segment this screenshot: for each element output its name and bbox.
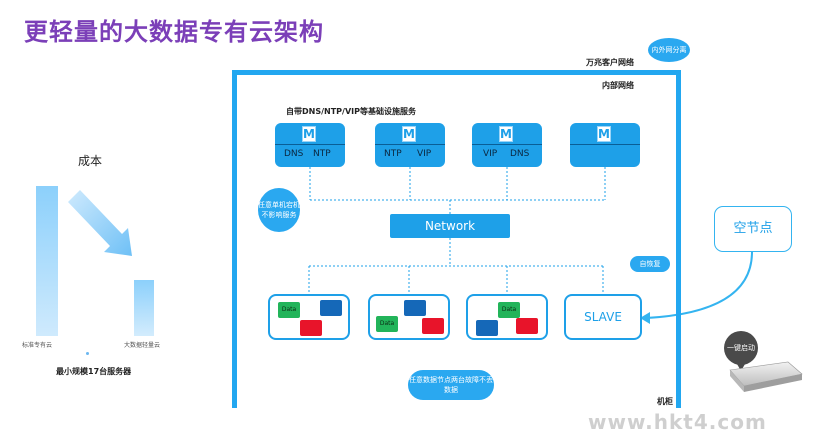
data-block-red — [300, 320, 322, 336]
server-service-label: VIP — [417, 149, 432, 159]
data-node-2: Data — [368, 294, 450, 340]
cabinet-frame — [232, 70, 681, 408]
empty-node: 空节点 — [714, 206, 792, 252]
master-server-2: M NTP VIP — [375, 123, 445, 167]
data-node-1: Data — [268, 294, 350, 340]
server-service-label: DNS — [284, 149, 304, 159]
server-service-label: DNS — [510, 149, 530, 159]
dot-marker — [86, 352, 89, 355]
server-service-label: VIP — [483, 149, 498, 159]
outer-network-label: 万兆客户网络 — [586, 58, 634, 67]
cost-bar-light — [134, 280, 154, 336]
data-block-blue — [404, 300, 426, 316]
page-title: 更轻量的大数据专有云架构 — [24, 18, 324, 46]
master-server-3: M VIP DNS — [472, 123, 542, 167]
cabinet-label: 机柜 — [657, 397, 673, 406]
bar-caption-light: 大数据轻量云 — [124, 342, 161, 349]
down-arrow-icon — [68, 190, 132, 256]
bar-caption-standard: 标准专有云 — [22, 342, 53, 349]
bubble-single-failure: 任意单机宕机不影响服务 — [258, 188, 300, 232]
cost-bar-standard — [36, 186, 58, 336]
data-block-green: Data — [498, 302, 520, 318]
cost-label: 成本 — [78, 154, 103, 168]
master-badge: M — [402, 126, 416, 142]
server-service-label: NTP — [313, 149, 331, 159]
data-block-green: Data — [376, 316, 398, 332]
inner-network-label: 内部网络 — [602, 81, 634, 90]
bubble-network-isolation: 内外网分离 — [648, 38, 690, 62]
min-scale-label: 最小规模17台服务器 — [56, 367, 132, 376]
server-service-label: NTP — [384, 149, 402, 159]
data-block-green: Data — [278, 302, 300, 318]
data-block-blue — [320, 300, 342, 316]
bubble-one-key-start: 一键启动 — [724, 331, 758, 371]
slave-node: SLAVE — [564, 294, 642, 340]
data-block-red — [516, 318, 538, 334]
master-server-4: M — [570, 123, 640, 167]
master-badge: M — [597, 126, 611, 142]
master-badge: M — [302, 126, 316, 142]
device-icon — [729, 361, 803, 392]
master-server-1: M DNS NTP — [275, 123, 345, 167]
network-switch: Network — [390, 214, 510, 238]
watermark: www.hkt4.com — [588, 410, 767, 434]
bubble-auto-recover: 自恢复 — [630, 256, 670, 272]
infrastructure-label: 自带DNS/NTP/VIP等基础设施服务 — [286, 107, 416, 116]
data-block-blue — [476, 320, 498, 336]
master-badge: M — [499, 126, 513, 142]
data-block-red — [422, 318, 444, 334]
bubble-data-loss: 任意数据节点两台故障不丢数据 — [408, 370, 494, 400]
data-node-3: Data — [466, 294, 548, 340]
